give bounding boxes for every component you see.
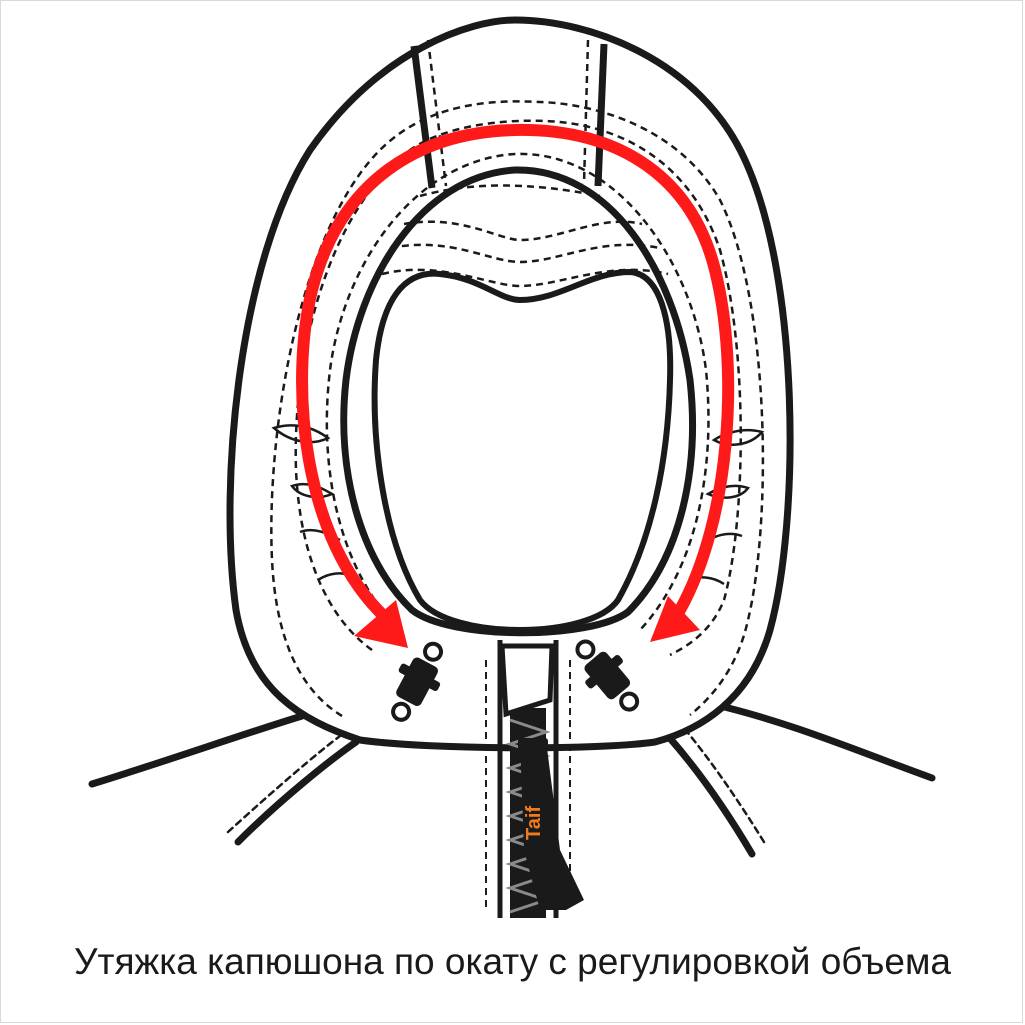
- shoulder-lines: [88, 700, 936, 858]
- brand-logo-text: Taif: [523, 806, 545, 840]
- face-opening: [371, 268, 674, 633]
- hood-top-panel: [410, 39, 608, 189]
- hood-inner-rim-stitch: [325, 152, 710, 631]
- arrow-head-right: [650, 596, 700, 642]
- cord-stopper-left: [391, 641, 444, 722]
- cord-stopper-right: [575, 639, 640, 712]
- hood-stitching: [270, 100, 765, 718]
- cord-stopper-icon: [391, 639, 640, 722]
- drawcord-arrow-icon: [296, 123, 735, 648]
- caption-text: Утяжка капюшона по окату с регулировкой …: [74, 941, 951, 982]
- arrow-head-left: [354, 600, 408, 648]
- collar-tab: [499, 643, 555, 718]
- zipper-pull-icon: Taif: [518, 738, 584, 910]
- forehead-stitching: [381, 184, 669, 288]
